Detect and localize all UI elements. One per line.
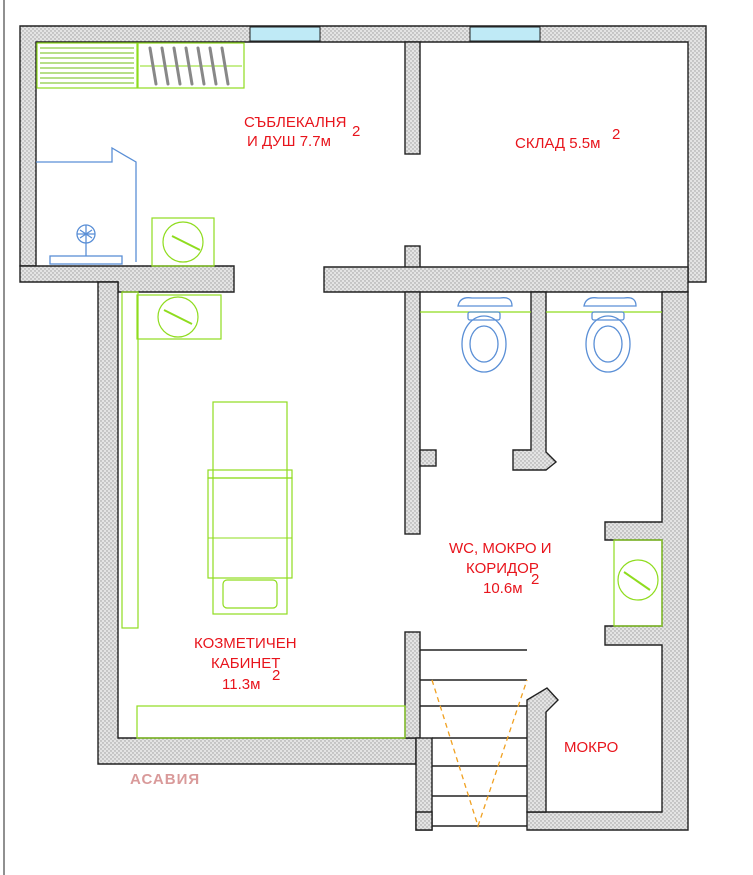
label-wc-sup: 2 [531,571,539,588]
shower-screen [36,146,137,262]
washing-machine-upper [151,217,215,267]
wardrobe [137,42,245,89]
counter-left [121,291,139,629]
cosmetic-room-furniture [121,291,406,739]
wall-cosmetic-right-lower [404,631,421,739]
wall-notch [419,449,437,467]
window-left [249,26,321,42]
changing-room-furniture [36,42,245,267]
wall-partition-upper [404,41,421,155]
wall-wc-partition [512,291,558,471]
wc-fixtures [420,297,663,627]
label-wet-area: МОКРО [564,739,618,756]
label-changing-room-line1: СЪБЛЕКАЛНЯ [244,114,346,131]
toilet-icon-2 [583,297,637,373]
wall-changing-bottom [19,265,235,293]
wall-partition-stub [404,245,421,269]
label-cosmetic-line1: КОЗМЕТИЧЕН [194,635,297,652]
bench [36,42,138,89]
label-changing-room-line2: И ДУШ 7.7м [247,133,331,150]
brand-watermark: АСАВИЯ [130,771,200,788]
label-wc-line1: WC, МОКРО И [449,540,552,557]
label-cosmetic-line3: 11.3м [222,676,260,693]
label-cosmetic-line2: КАБИНЕТ [211,655,280,672]
treatment-bed [212,401,288,615]
counter-bottom [136,705,406,739]
label-changing-room-sup: 2 [352,123,360,140]
window-right [469,26,541,42]
walls [19,25,707,831]
wall-central-vertical [404,291,421,535]
label-wc-line3: 10.6м [483,580,523,597]
toilet-icon-1 [457,297,513,373]
wall-stair-right [526,687,559,813]
wall-bottom-stair [415,811,433,831]
stair-arrow [431,679,528,829]
room-labels: СЪБЛЕКАЛНЯ И ДУШ 7.7м 2 СКЛАД 5.5м 2 WC,… [194,114,620,756]
wall-middle [323,266,689,293]
shower-tray [49,255,123,265]
label-cosmetic-sup: 2 [272,667,280,684]
label-storage: СКЛАД 5.5м [515,135,600,152]
sink-cabinet [136,294,222,340]
washing-machine-right [613,539,663,627]
label-storage-sup: 2 [612,126,620,143]
staircase [420,649,528,829]
hanger-icons [148,46,230,86]
label-wc-line2: КОРИДОР [466,560,539,577]
wall-right-lower [526,291,689,831]
